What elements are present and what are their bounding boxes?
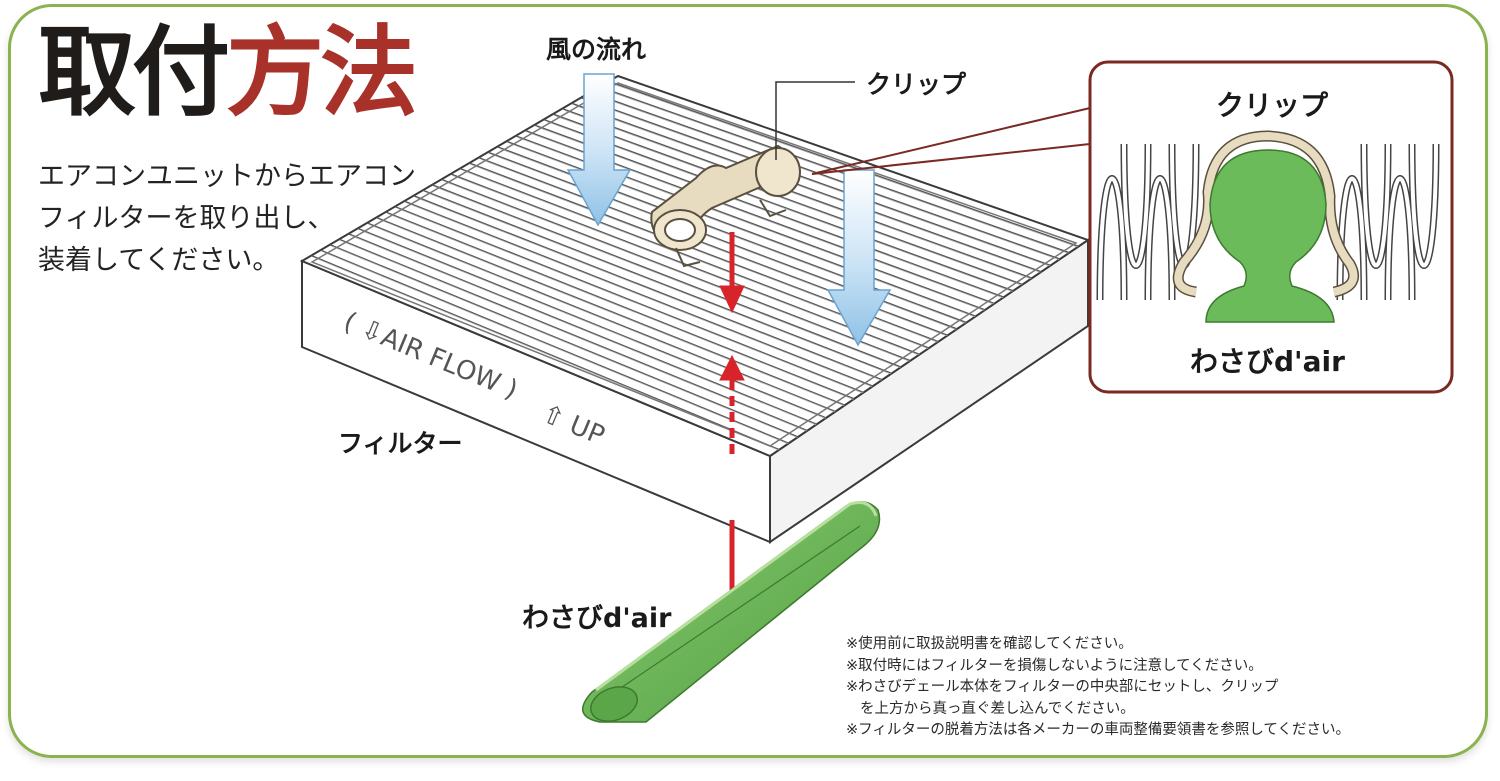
pleat-line	[561, 107, 1033, 279]
page-title: 取付方法	[38, 16, 418, 130]
clip-detail-inset	[1088, 60, 1454, 394]
pleat-shadow-line	[323, 251, 792, 446]
pleat-shadow-line	[351, 235, 820, 427]
note-line: ※わさびデェール本体をフィルターの中央部にセットし、クリップ	[846, 679, 1279, 695]
airflow-label: 風の流れ	[546, 35, 647, 64]
pleat-shadow-line	[434, 186, 905, 370]
clip-leader-line	[775, 81, 855, 160]
pleat-line	[431, 184, 902, 368]
pleat-line	[366, 222, 836, 413]
pleat-line	[450, 173, 920, 356]
intro-line: フィルターを取り出し、	[38, 203, 335, 234]
pleat-line	[320, 249, 789, 444]
note-line: を上方から真っ直ぐ差し込んでください。	[860, 700, 1135, 717]
pleat-shadow-line	[332, 246, 802, 440]
product-label: わさびd'air	[522, 603, 672, 634]
pleat-line	[543, 118, 1014, 292]
notes: ※使用前に取扱説明書を確認してください。 ※取付時にはフィルターを損傷しないよう…	[846, 634, 1350, 742]
intro-line: エアコンユニットからエアコン	[38, 161, 416, 192]
callout-lines	[811, 107, 1091, 175]
pleat-shadow-line	[369, 224, 839, 414]
pleat-line	[608, 80, 1079, 248]
pleat-line	[571, 102, 1042, 273]
pleat-shadow-line	[453, 175, 923, 357]
note-line: ※使用前に取扱説明書を確認してください。	[846, 636, 1133, 652]
pleat-line	[338, 238, 808, 432]
pleat-line	[394, 205, 864, 394]
pleat-shadow-line	[537, 126, 1007, 300]
pleat-shadow-line	[574, 104, 1045, 275]
pleat-shadow-line	[397, 208, 867, 395]
pleat-shadow-line	[416, 197, 886, 383]
airflow-arrow-icon	[566, 73, 632, 227]
pleat-line	[403, 200, 874, 387]
intro-line: 装着してください。	[38, 245, 280, 276]
pleat-shadow-line	[555, 115, 1026, 287]
airflow-arrows	[566, 73, 892, 347]
pleat-line	[357, 227, 827, 419]
pleat-shadow-line	[583, 99, 1054, 268]
product-cross-section	[1205, 149, 1335, 323]
pleat-line	[329, 244, 799, 438]
up-arrow-icon	[719, 354, 745, 381]
pleat-shadow-line	[379, 219, 848, 408]
note-line: ※取付時にはフィルターを損傷しないように注意してください。	[846, 657, 1263, 674]
down-arrow-icon	[719, 285, 745, 314]
insertion-arrows	[719, 232, 745, 590]
pleat-shadow-line	[444, 181, 914, 364]
pleat-line	[580, 97, 1051, 267]
airflow-arrow-icon	[826, 169, 892, 347]
note-line: ※フィルターの脱着方法は各メーカーの車両整備要領書を参照してください。	[846, 722, 1350, 738]
product-stick	[582, 501, 881, 723]
inset-clip-label: クリップ	[1216, 89, 1329, 122]
cabin-filter	[299, 74, 1091, 544]
pleat-shadow-line	[360, 229, 830, 421]
pleat-line	[589, 91, 1061, 260]
filter-label: フィルター	[338, 429, 463, 458]
pleat-line	[311, 254, 780, 451]
pleat-line	[599, 86, 1070, 254]
pleat-line	[348, 233, 818, 425]
pleat-shadow-line	[425, 191, 895, 376]
pleat-line	[385, 211, 855, 400]
pleat-shadow-line	[592, 93, 1064, 262]
clip-label: クリップ	[866, 70, 967, 99]
pleat-shadow-line	[388, 213, 858, 402]
intro-text: エアコンユニットからエアコン フィルターを取り出し、 装着してください。	[38, 156, 416, 282]
pleat-line	[441, 178, 911, 362]
pleat-line	[552, 113, 1023, 286]
pleat-line	[413, 195, 883, 381]
clip-illustration	[650, 144, 801, 268]
pleat-shadow-line	[407, 202, 877, 389]
pleat-shadow-line	[546, 121, 1017, 294]
pleat-line	[422, 189, 892, 375]
inset-product-label: わさびd'air	[1190, 345, 1345, 378]
pleat-shadow-line	[565, 110, 1036, 281]
pleat-line	[376, 216, 846, 406]
